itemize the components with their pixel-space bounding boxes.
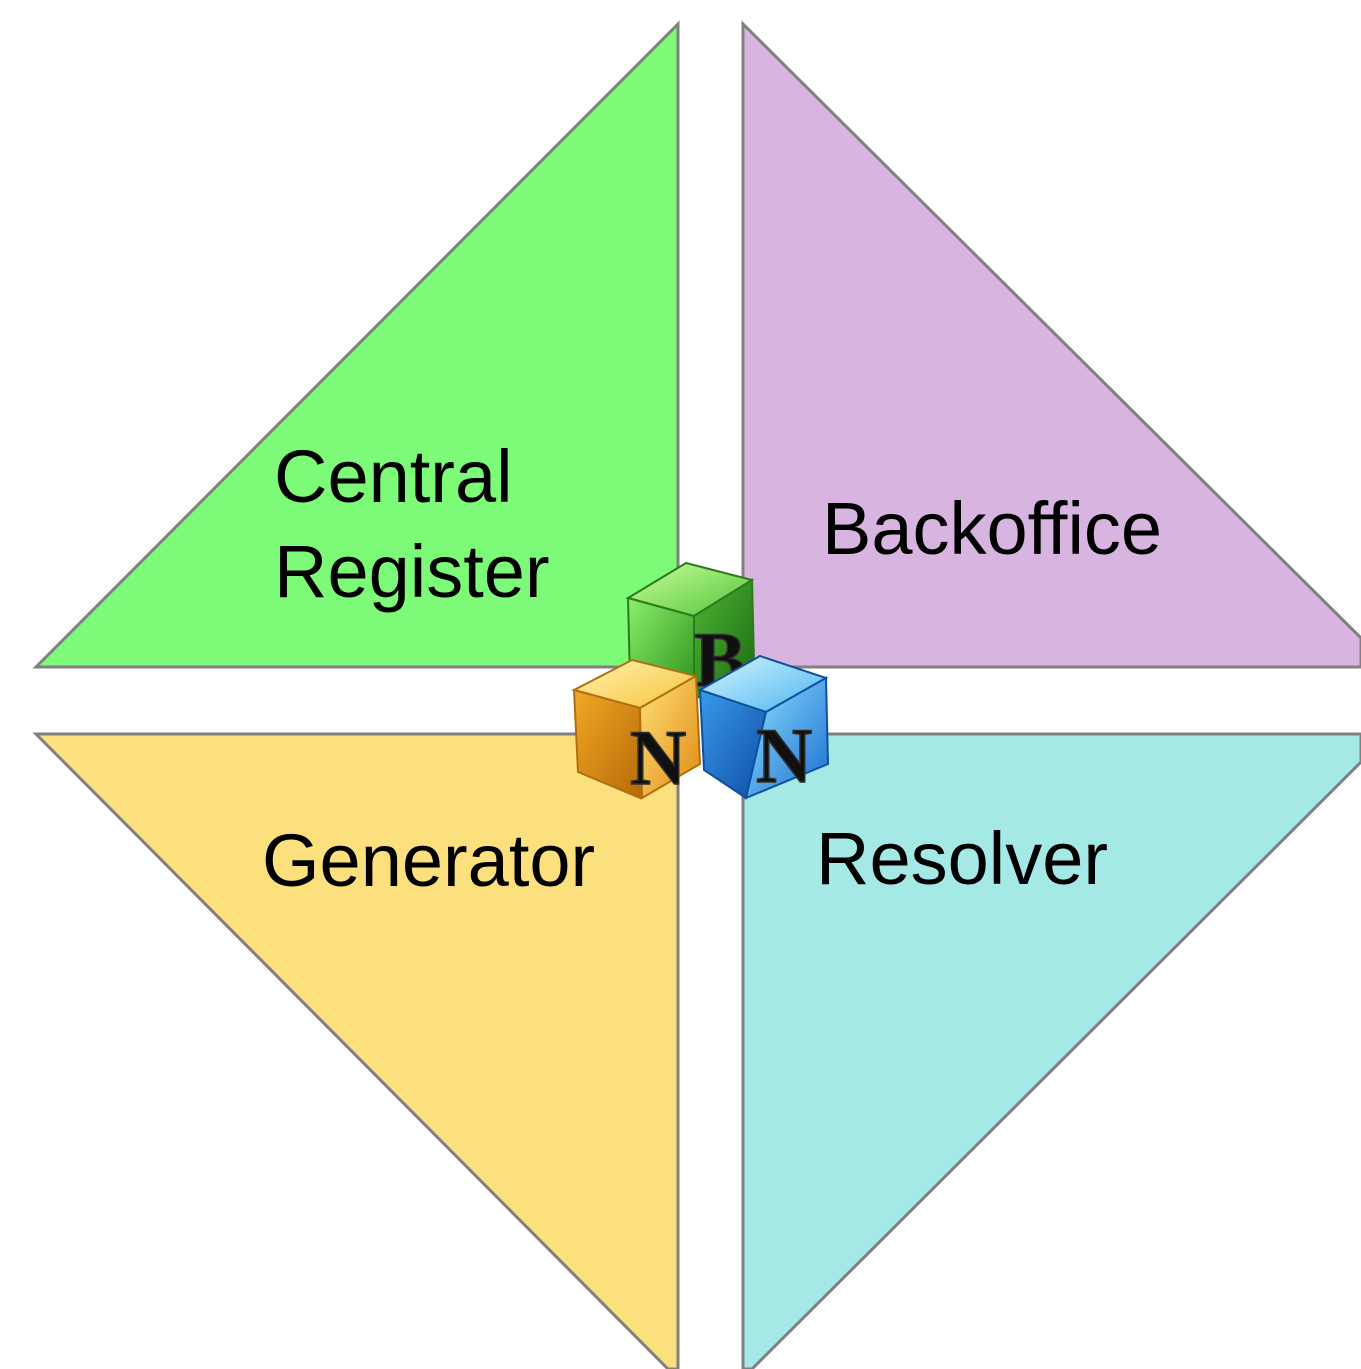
backoffice-label: Backoffice bbox=[822, 487, 1162, 570]
central-register-triangle bbox=[32, 20, 680, 669]
central-register-label-line2: Register bbox=[274, 530, 550, 613]
central-register-label-line1: Central bbox=[274, 435, 513, 518]
generator-triangle bbox=[32, 732, 680, 1369]
cube-letter-n-left: N bbox=[630, 714, 686, 801]
orange-cube: N bbox=[571, 658, 702, 802]
quadrant-central-register: Central Register bbox=[32, 20, 680, 669]
quadrant-resolver: Resolver bbox=[741, 732, 1361, 1369]
quadrant-generator: Generator bbox=[32, 732, 680, 1369]
quadrant-backoffice: Backoffice bbox=[741, 20, 1361, 669]
blue-cube: N bbox=[697, 654, 830, 800]
cube-letter-n-right: N bbox=[756, 712, 812, 799]
generator-label: Generator bbox=[262, 819, 595, 902]
resolver-label: Resolver bbox=[816, 817, 1108, 900]
bnn-cubes-logo: B N N bbox=[571, 561, 830, 802]
backoffice-triangle bbox=[741, 20, 1361, 669]
resolver-triangle bbox=[741, 732, 1361, 1369]
